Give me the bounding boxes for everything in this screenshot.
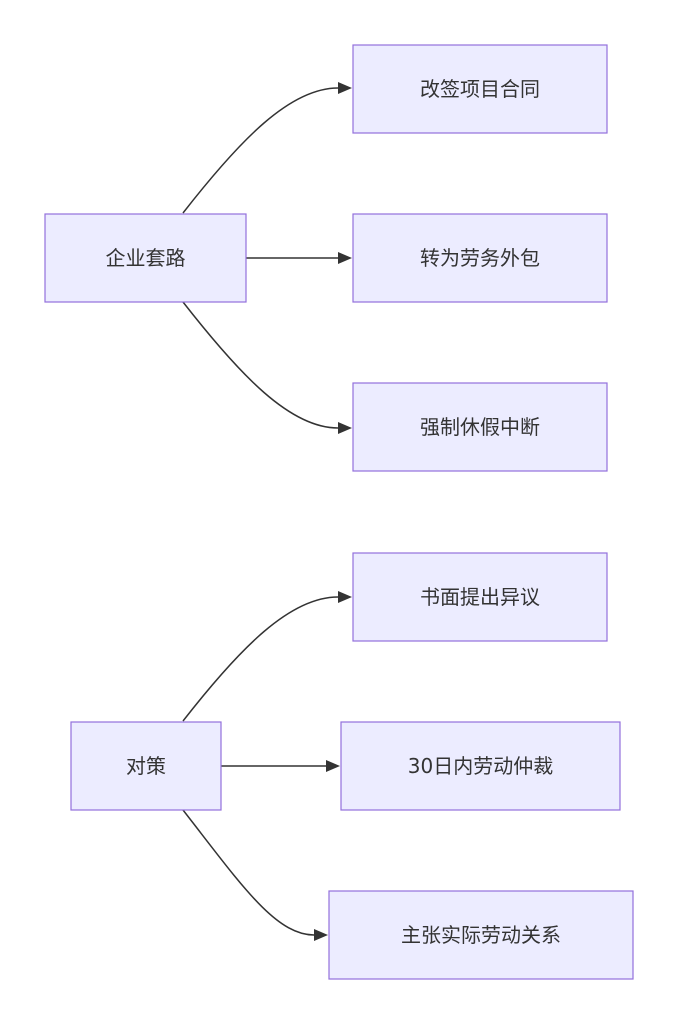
node-labor-arbitration[interactable]: 30日内劳动仲裁 <box>340 721 621 811</box>
arrowhead-icon <box>314 929 328 941</box>
edge-tactics-to-contract <box>182 87 339 214</box>
node-claim-labor-relationship[interactable]: 主张实际劳动关系 <box>328 890 634 980</box>
node-labor-outsourcing[interactable]: 转为劳务外包 <box>352 213 608 303</box>
arrowhead-icon <box>338 252 352 264</box>
node-written-objection[interactable]: 书面提出异议 <box>352 552 608 642</box>
node-label: 转为劳务外包 <box>420 246 540 270</box>
node-label: 书面提出异议 <box>420 585 540 609</box>
arrowhead-icon <box>338 591 352 603</box>
node-forced-leave[interactable]: 强制休假中断 <box>352 382 608 472</box>
node-label: 强制休假中断 <box>420 415 540 439</box>
node-label: 30日内劳动仲裁 <box>408 754 553 778</box>
edge-counter-to-relationship <box>182 809 315 936</box>
node-change-contract[interactable]: 改签项目合同 <box>352 44 608 134</box>
arrowhead-icon <box>338 422 352 434</box>
node-countermeasures[interactable]: 对策 <box>70 721 222 811</box>
node-label: 对策 <box>126 754 166 778</box>
arrowhead-icon <box>338 82 352 94</box>
node-label: 改签项目合同 <box>420 77 540 101</box>
edge-counter-to-objection <box>182 596 339 722</box>
flow-group-tactics: 企业套路 改签项目合同 转为劳务外包 强制休假中断 <box>44 44 608 472</box>
flow-group-countermeasures: 对策 书面提出异议 30日内劳动仲裁 主张实际劳动关系 <box>70 552 634 980</box>
node-label: 主张实际劳动关系 <box>401 923 561 947</box>
arrowhead-icon <box>326 760 340 772</box>
node-corporate-tactics[interactable]: 企业套路 <box>44 213 247 303</box>
edge-tactics-to-leave <box>182 301 339 429</box>
node-label: 企业套路 <box>106 246 186 270</box>
